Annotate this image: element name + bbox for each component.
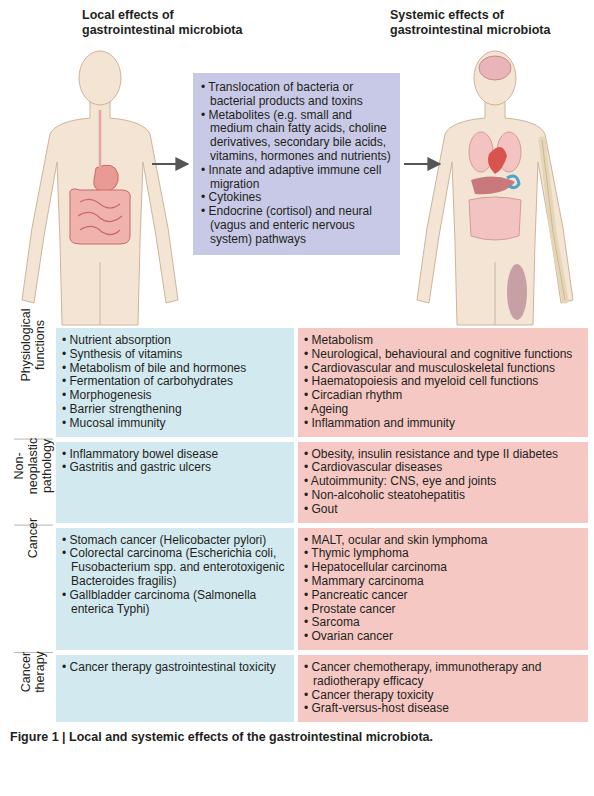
bullet-text: • Mucosal immunity bbox=[62, 417, 288, 431]
bullet-text: • Non-alcoholic steatohepatitis bbox=[304, 489, 582, 503]
muscle bbox=[507, 264, 527, 320]
bullet-text: • Translocation of bacteria or bacterial… bbox=[201, 81, 392, 109]
intestine bbox=[70, 189, 131, 244]
bullet-text: • Obesity, insulin resistance and type I… bbox=[304, 448, 582, 462]
bone bbox=[542, 140, 565, 300]
bullet-text: • Graft-versus-host disease bbox=[304, 702, 582, 716]
bullet-text: • Neurological, behavioural and cognitiv… bbox=[304, 348, 582, 362]
row-heading: Cancer therapy bbox=[19, 641, 47, 702]
heart bbox=[488, 147, 507, 174]
bullet-text: • Cancer therapy gastrointestinal toxici… bbox=[62, 661, 288, 675]
local-cell: • Inflammatory bowel disease• Gastritis … bbox=[56, 442, 294, 523]
local-cell: • Stomach cancer (Helicobacter pylori)• … bbox=[56, 528, 294, 650]
liver bbox=[471, 176, 515, 194]
local-cell: • Cancer therapy gastrointestinal toxici… bbox=[56, 655, 294, 722]
bullet-text: • Gout bbox=[304, 503, 582, 517]
bullet-text: • Innate and adaptive immune cell migrat… bbox=[201, 164, 392, 192]
bullet-text: • Gallbladder carcinoma (Salmonella ente… bbox=[62, 589, 288, 617]
bullet-text: • Cancer therapy toxicity bbox=[304, 689, 582, 703]
bullet-text: • Mammary carcinoma bbox=[304, 575, 582, 589]
column-heading: Systemic effects of gastrointestinal mic… bbox=[390, 8, 560, 37]
gut bbox=[469, 197, 521, 240]
row-heading: Physiological functions bbox=[19, 294, 47, 397]
bullet-text: • Gastritis and gastric ulcers bbox=[62, 461, 288, 475]
bullet-text: • Metabolites (e.g. small and medium cha… bbox=[201, 109, 392, 164]
bullet-text: • Cancer chemotherapy, immunotherapy and… bbox=[304, 661, 582, 689]
bullet-text: • Synthesis of vitamins bbox=[62, 348, 288, 362]
bullet-text: • Pancreatic cancer bbox=[304, 589, 582, 603]
bullet-text: • Cytokines bbox=[201, 191, 392, 205]
systemic-cell: • MALT, ocular and skin lymphoma• Thymic… bbox=[298, 528, 588, 650]
bullet-text: • Thymic lymphoma bbox=[304, 547, 582, 561]
left-figure bbox=[22, 51, 178, 325]
brain bbox=[479, 56, 511, 80]
bullet-text: • Colorectal carcinoma (Escherichia coli… bbox=[62, 547, 288, 588]
local-cell: • Nutrient absorption• Synthesis of vita… bbox=[56, 328, 294, 437]
row-heading: Cancer bbox=[26, 480, 40, 596]
bullet-text: • Inflammation and immunity bbox=[304, 417, 582, 431]
systemic-cell: • Obesity, insulin resistance and type I… bbox=[298, 442, 588, 523]
stomach bbox=[94, 165, 119, 192]
bullet-text: • Cardiovascular and musculoskeletal fun… bbox=[304, 362, 582, 376]
bullet-text: • Sarcoma bbox=[304, 616, 582, 630]
bullet-text: • Autoimmunity: CNS, eye and joints bbox=[304, 475, 582, 489]
bullet-text: • Hepatocellular carcinoma bbox=[304, 561, 582, 575]
bullet-text: • Metabolism bbox=[304, 334, 582, 348]
bullet-text: • MALT, ocular and skin lymphoma bbox=[304, 534, 582, 548]
bullet-text: • Ageing bbox=[304, 403, 582, 417]
column-heading: Local effects of gastrointestinal microb… bbox=[82, 8, 252, 37]
bullet-text: • Circadian rhythm bbox=[304, 389, 582, 403]
right-figure bbox=[417, 51, 573, 325]
bullet-text: • Fermentation of carbohydrates bbox=[62, 375, 288, 389]
arrow bbox=[152, 163, 188, 165]
row-heading: Non-neoplastic pathology bbox=[12, 429, 54, 504]
systemic-cell: • Metabolism• Neurological, behavioural … bbox=[298, 328, 588, 437]
bullet-text: • Endocrine (cortisol) and neural (vagus… bbox=[201, 205, 392, 246]
bullet-text: • Haematopoiesis and myeloid cell functi… bbox=[304, 375, 582, 389]
arrow bbox=[404, 163, 440, 165]
bullet-text: • Ovarian cancer bbox=[304, 630, 582, 644]
kidney bbox=[507, 176, 519, 188]
bullet-text: • Cardiovascular diseases bbox=[304, 461, 582, 475]
bullet-text: • Metabolism of bile and hormones bbox=[62, 362, 288, 376]
figure-caption: Figure 1 | Local and systemic effects of… bbox=[10, 730, 586, 745]
bullet-text: • Inflammatory bowel disease bbox=[62, 448, 288, 462]
systemic-cell: • Cancer chemotherapy, immunotherapy and… bbox=[298, 655, 588, 722]
bullet-text: • Nutrient absorption bbox=[62, 334, 288, 348]
pathway-box: • Translocation of bacteria or bacterial… bbox=[193, 73, 400, 255]
bullet-text: • Morphogenesis bbox=[62, 389, 288, 403]
bullet-text: • Stomach cancer (Helicobacter pylori) bbox=[62, 534, 288, 548]
bullet-text: • Prostate cancer bbox=[304, 603, 582, 617]
bullet-text: • Barrier strengthening bbox=[62, 403, 288, 417]
